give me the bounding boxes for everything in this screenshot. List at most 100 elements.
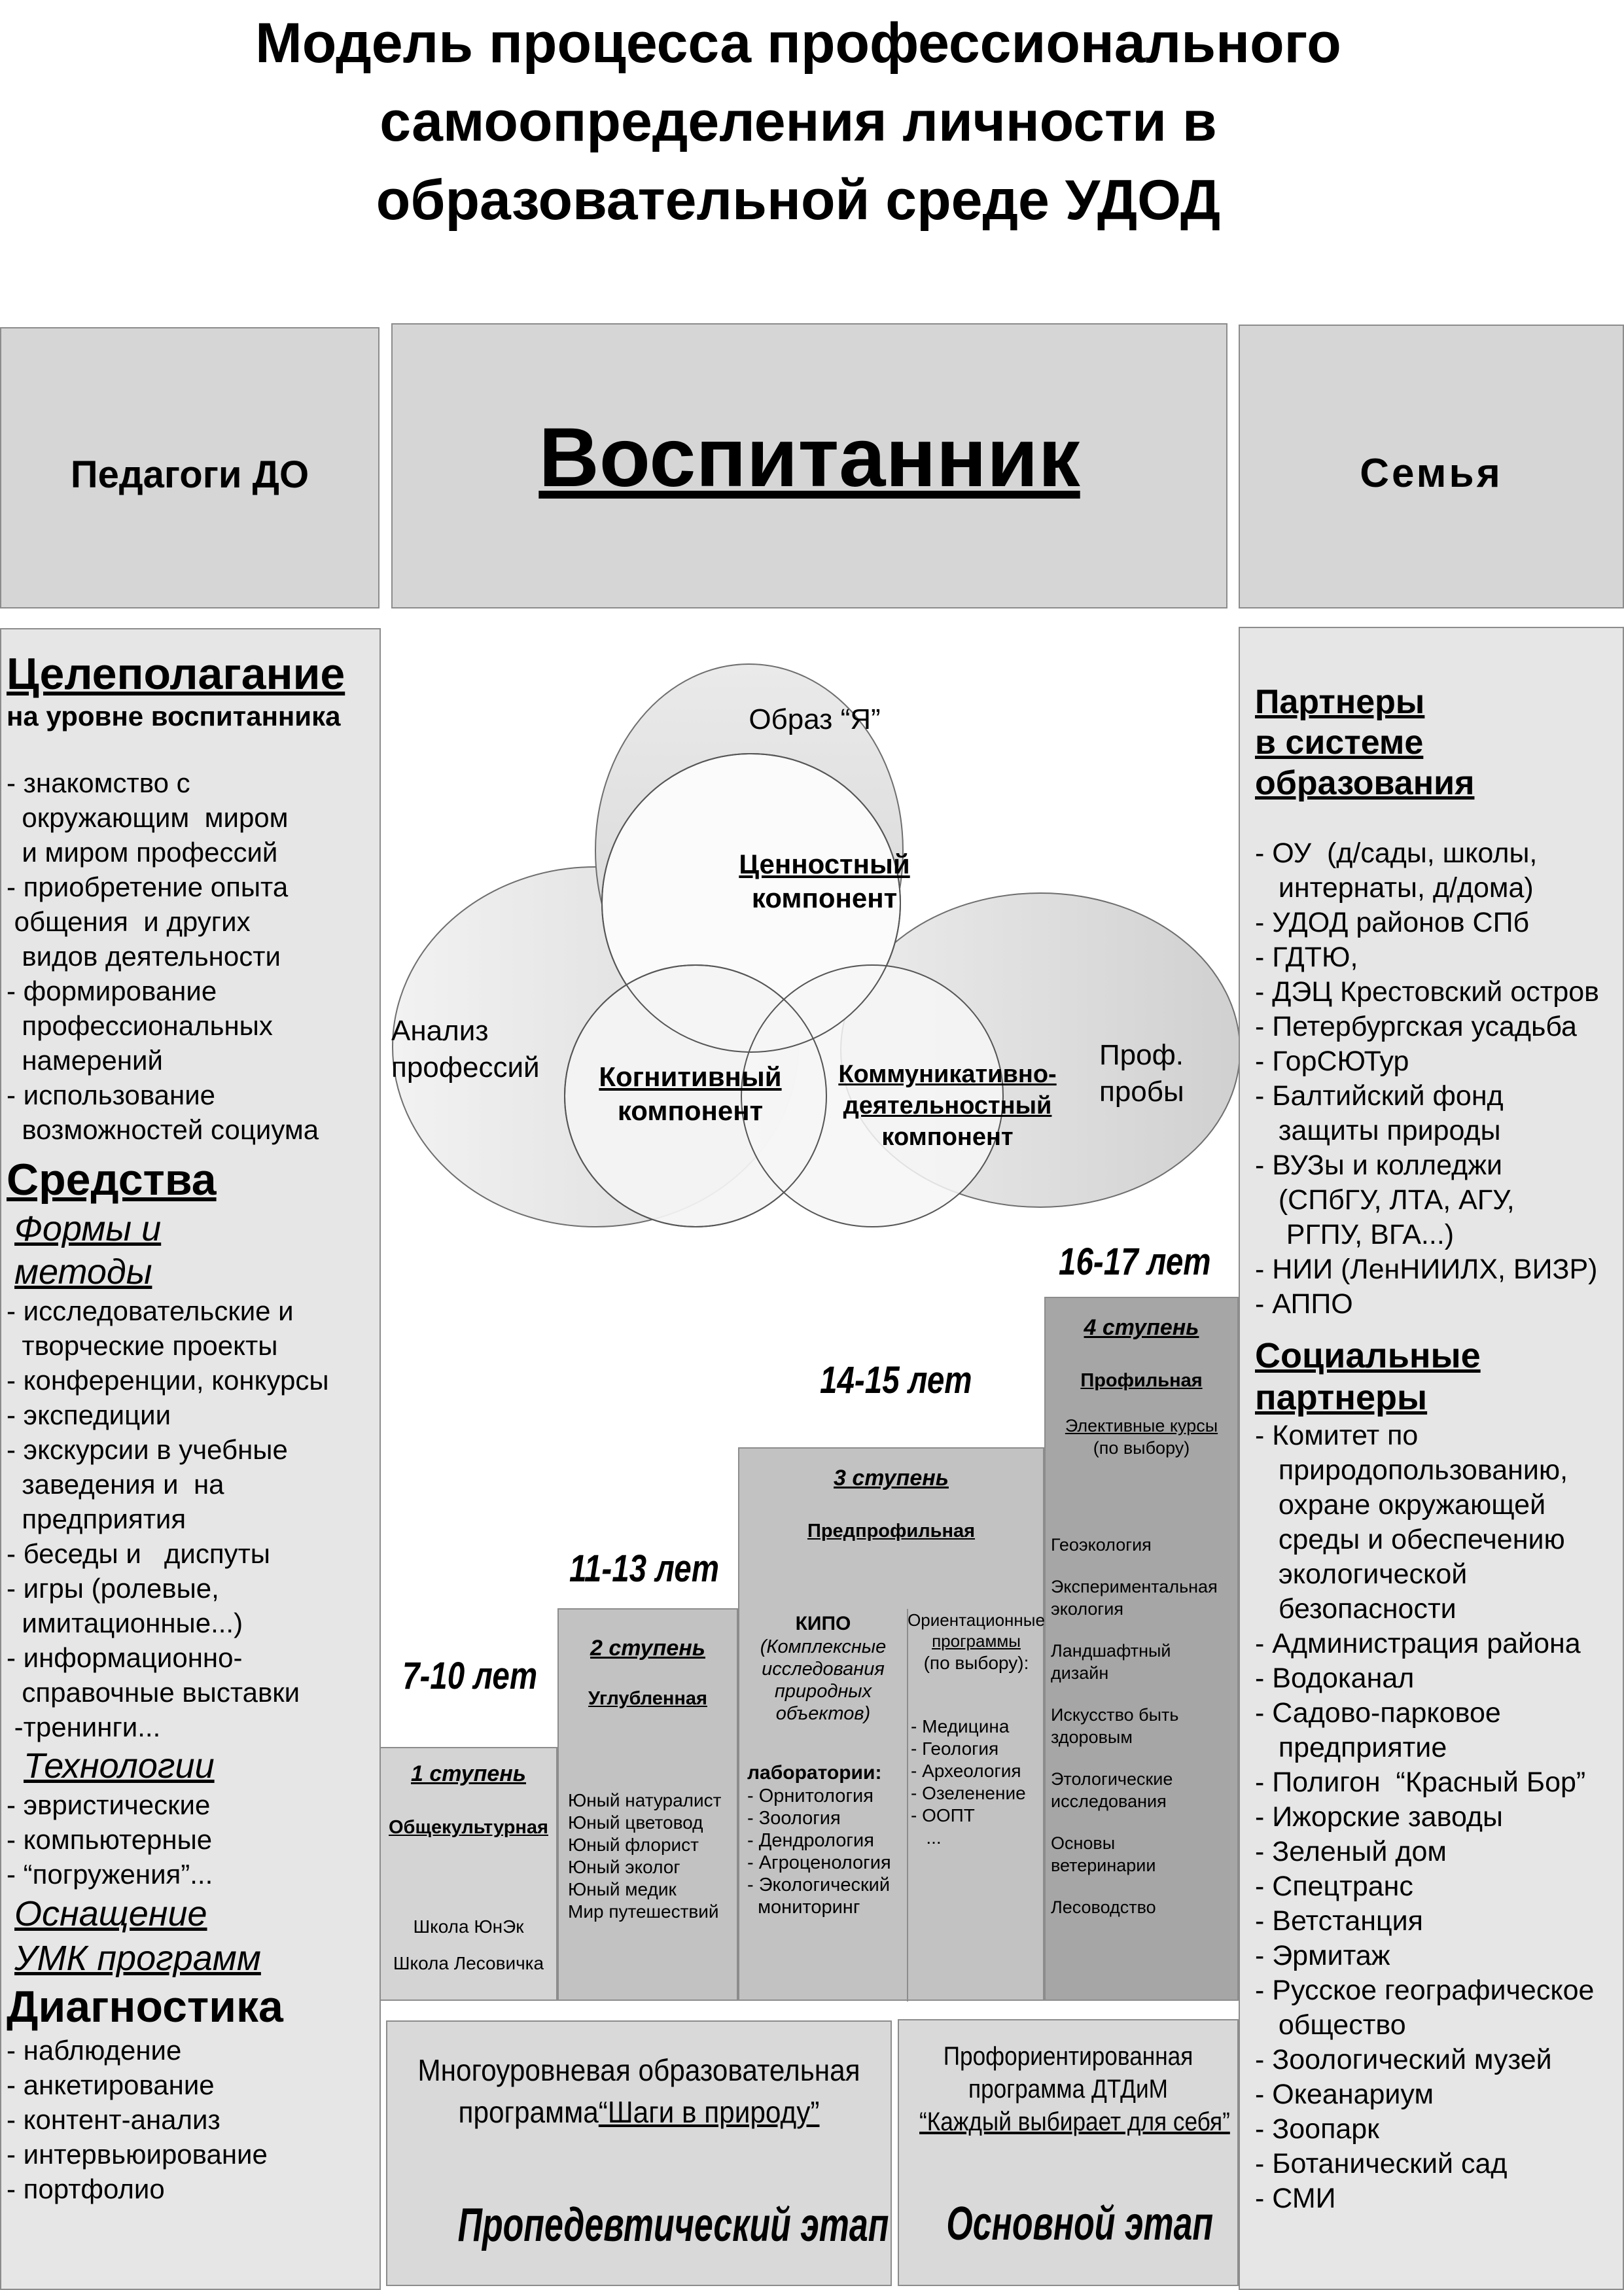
value-component-label: Ценностный компонент <box>694 847 955 915</box>
age-label-4: 16-17 лет <box>1059 1241 1211 1283</box>
form-method-item: предприятия <box>7 1504 186 1534</box>
main-stage-text-3: “Каждый выбирает для себя” <box>919 2107 1230 2136</box>
step-3-name: 3 ступень <box>834 1466 949 1490</box>
elective-sub: (по выбору) <box>1093 1438 1190 1458</box>
cognitive-component-line-2: компонент <box>617 1095 764 1126</box>
program-name: “Шаги в природу” <box>598 2095 820 2129</box>
social-partner-item: - Ботанический сад <box>1255 2148 1508 2179</box>
teachers-box: Педагоги ДО <box>0 327 380 608</box>
step-4-box: 4 ступень Профильная Элективные курсы (п… <box>1044 1297 1239 2001</box>
partner-item: защиты природы <box>1255 1115 1501 1146</box>
orientation-item: - Археология <box>911 1761 1021 1781</box>
orient-list: - Медицина- Геология- Археология- Озелен… <box>911 1716 1026 1849</box>
social-heading-1: Социальные <box>1255 1336 1481 1375</box>
social-partner-item: - Комитет по <box>1255 1420 1419 1451</box>
technology-item: - компьютерные <box>7 1824 213 1855</box>
step-4-name: 4 ступень <box>1084 1315 1199 1340</box>
value-component-line-1: Ценностный <box>739 849 910 879</box>
communicative-component-label: Коммуникативно- деятельностный компонент <box>817 1059 1078 1153</box>
age-label-1: 7-10 лет <box>402 1655 538 1697</box>
main-stage-text-1: Профориентированная <box>943 2042 1193 2071</box>
forms-heading-2: методы <box>14 1252 152 1292</box>
diagnostics-item: - контент-анализ <box>7 2104 221 2135</box>
partner-item: - ГорСЮТур <box>1255 1046 1409 1077</box>
elective-item: ветеринарии <box>1051 1856 1156 1875</box>
partner-item: - Балтийский фонд <box>1255 1080 1504 1112</box>
communicative-component-line-3: компонент <box>881 1123 1014 1151</box>
trials-label: Проф. пробы <box>1099 1037 1184 1110</box>
orientation-item: - ООПТ <box>911 1805 975 1825</box>
social-partner-item: - Зеленый дом <box>1255 1836 1447 1867</box>
elective-item: Основы <box>1051 1833 1116 1853</box>
title-line-3: образовательной среде УДОД <box>376 169 1221 232</box>
lab-item: - Орнитология <box>747 1786 874 1806</box>
labs-list: - Орнитология- Зоология- Дендрология- Аг… <box>747 1785 891 1918</box>
main-stage-box: Профориентированная программа ДТДиМ “Каж… <box>898 2019 1239 2286</box>
form-method-item: - экскурсии в учебные <box>7 1434 288 1465</box>
propaedeutic-box: Многоуровневая образовательная программа… <box>386 2020 892 2286</box>
forms-heading-1: Формы и <box>14 1209 162 1248</box>
main-stage-text-2: программа ДТДиМ <box>968 2075 1168 2104</box>
form-method-item: - игры (ролевые, <box>7 1573 219 1604</box>
goal-item: профессиональных <box>7 1010 273 1041</box>
step-1-level: Общекультурная <box>389 1817 548 1838</box>
partner-item: - ВУЗы и колледжи <box>1255 1150 1502 1181</box>
partners-heading-2: в системе <box>1255 724 1424 762</box>
form-method-item: - экспедиции <box>7 1400 171 1430</box>
diagnostics-item: - анкетирование <box>7 2070 215 2100</box>
diagnostics-item: - наблюдение <box>7 2035 182 2066</box>
goal-list: - знакомство с окружающим миром и миром … <box>7 766 376 1147</box>
social-partner-item: - Ветстанция <box>1255 1905 1423 1937</box>
main-stage-label: Основной этап <box>946 2198 1214 2250</box>
orient-sub: (по выбору): <box>923 1653 1029 1673</box>
social-partner-item: экологической <box>1255 1559 1468 1590</box>
diagnostics-item: - портфолио <box>7 2174 165 2204</box>
step-2-program: Юный цветовод <box>568 1812 703 1833</box>
social-partner-item: - Зоопарк <box>1255 2113 1379 2145</box>
age-label-3: 14-15 лет <box>820 1359 972 1401</box>
form-method-item: - исследовательские и <box>7 1295 294 1326</box>
trials-label-line-2: пробы <box>1099 1076 1184 1108</box>
elective-item: Экспериментальная <box>1051 1577 1218 1596</box>
communicative-component-circle <box>741 964 1004 1227</box>
family-box: Семья <box>1239 325 1624 608</box>
partner-item: - УДОД районов СПб <box>1255 907 1530 938</box>
diag-list: - наблюдение - анкетирование - контент-ана… <box>7 2033 376 2206</box>
step-2-program: Юный эколог <box>568 1857 680 1877</box>
step-1-item-1: Школа ЮнЭк <box>413 1916 524 1937</box>
step-2-name: 2 ступень <box>590 1636 705 1661</box>
goal-subheading: на уровне воспитанника <box>7 701 341 731</box>
social-partner-item: - Океанариум <box>1255 2079 1434 2110</box>
step-1-name: 1 ступень <box>411 1761 526 1786</box>
right-panel <box>1239 627 1624 2290</box>
step-4-level: Профильная <box>1080 1370 1203 1391</box>
goal-item: окружающим миром <box>7 802 289 833</box>
technology-item: - “погружения”... <box>7 1859 213 1890</box>
labs-title: лаборатории: <box>747 1762 882 1784</box>
elective-title: Элективные курсы <box>1065 1416 1218 1436</box>
lab-item: мониторинг <box>747 1897 860 1918</box>
step-2-program: Мир путешествий <box>568 1901 719 1922</box>
title-line-1: Модель процесса профессионального <box>255 12 1341 75</box>
social-partner-item: среды и обеспечению <box>1255 1524 1565 1555</box>
umk-heading: УМК программ <box>14 1939 261 1978</box>
propaedeutic-stage-label: Пропедевтический этап <box>457 2199 889 2251</box>
social-partner-item: - СМИ <box>1255 2183 1336 2214</box>
partner-item: - ГДТЮ, <box>1255 942 1358 973</box>
lab-item: - Экологический <box>747 1875 891 1895</box>
elective-item: Лесоводство <box>1051 1897 1156 1917</box>
orient-title-2: программы <box>932 1631 1021 1651</box>
partner-item: интернаты, д/дома) <box>1255 872 1534 904</box>
goal-item: намерений <box>7 1045 163 1076</box>
social-partner-item: - Водоканал <box>1255 1663 1415 1694</box>
social-partner-item: общество <box>1255 2009 1406 2041</box>
partners-heading-3: образования <box>1255 764 1475 802</box>
orientation-item: ... <box>911 1827 942 1848</box>
form-method-item: имитационные...) <box>7 1608 243 1638</box>
kipo-description-line: исследования <box>762 1659 885 1680</box>
page-title: Модель процесса профессионального самооп… <box>0 4 1597 239</box>
